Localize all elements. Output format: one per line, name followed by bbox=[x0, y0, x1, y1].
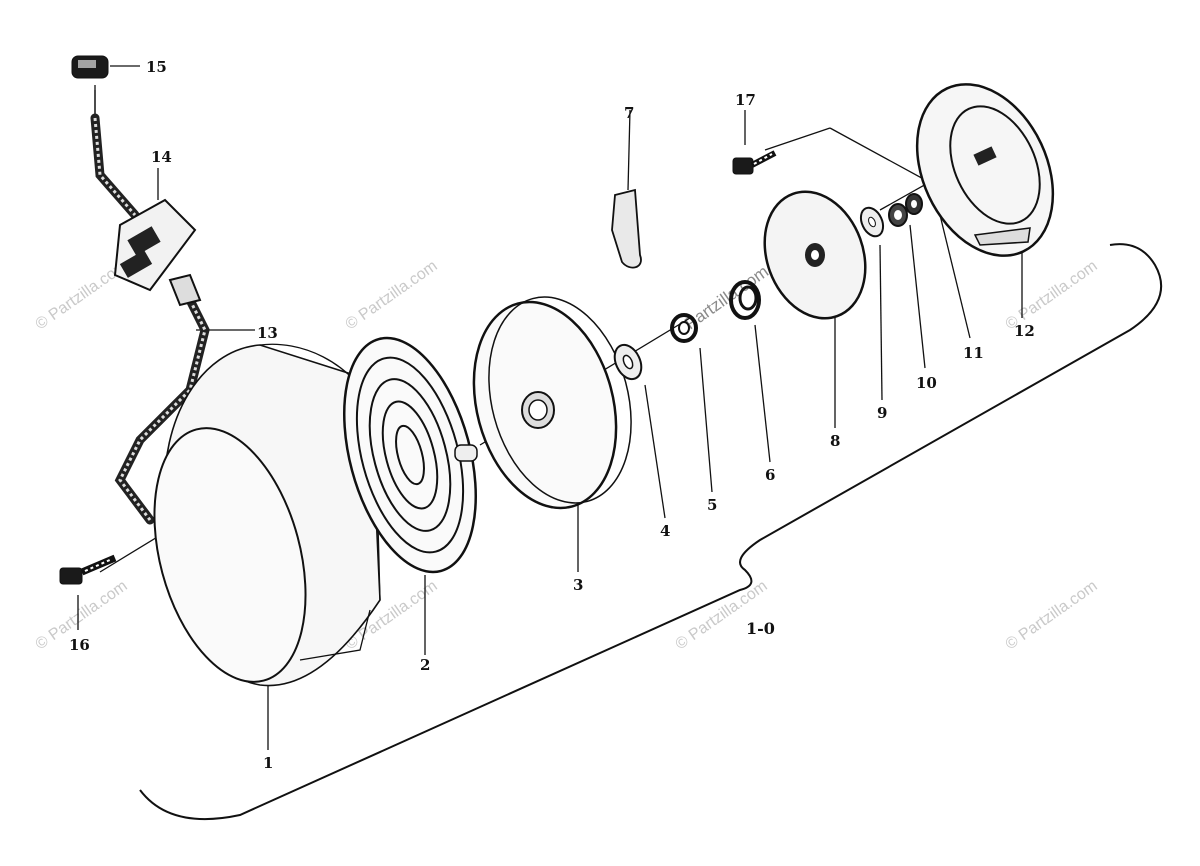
callout-7: 7 bbox=[624, 104, 634, 122]
assembly-label: 1-0 bbox=[746, 619, 775, 638]
part-11-nut bbox=[905, 193, 923, 215]
callout-9: 9 bbox=[877, 404, 887, 422]
part-10-nut bbox=[888, 203, 908, 227]
callout-16: 16 bbox=[69, 636, 90, 654]
part-2-recoil-spring bbox=[342, 336, 478, 574]
callout-labels: 15 14 13 16 1 2 3 4 5 6 7 8 9 10 11 12 1… bbox=[69, 58, 1035, 772]
part-15-handle-cap bbox=[71, 55, 109, 79]
part-7-pawl bbox=[611, 188, 642, 269]
part-14-starter-handle bbox=[113, 198, 202, 307]
part-12-cover-plate bbox=[915, 83, 1055, 257]
assembly-bracket-outline bbox=[139, 243, 1163, 821]
callout-15: 15 bbox=[146, 58, 167, 76]
part-13-starter-rope bbox=[90, 113, 210, 525]
part-16-screw bbox=[59, 554, 117, 585]
callout-4: 4 bbox=[660, 522, 670, 540]
callout-13: 13 bbox=[257, 324, 278, 342]
part-1-starter-housing bbox=[153, 343, 381, 687]
callout-6: 6 bbox=[765, 466, 775, 484]
callout-10: 10 bbox=[916, 374, 937, 392]
callout-2: 2 bbox=[420, 656, 430, 674]
callout-11: 11 bbox=[963, 344, 984, 362]
part-3-rope-pulley bbox=[472, 296, 632, 510]
callout-5: 5 bbox=[707, 496, 717, 514]
watermark: © Partzilla.com bbox=[1003, 578, 1101, 654]
part-4-washer bbox=[613, 343, 643, 381]
callout-3: 3 bbox=[573, 576, 583, 594]
callout-12: 12 bbox=[1014, 322, 1035, 340]
watermark: © Partzilla.com bbox=[673, 578, 771, 654]
callout-8: 8 bbox=[830, 432, 840, 450]
watermark: © Partzilla.com bbox=[343, 258, 441, 334]
callout-leaders bbox=[77, 109, 1023, 750]
part-8-ratchet-plate bbox=[763, 190, 867, 320]
callout-1: 1 bbox=[263, 754, 273, 772]
part-17-bolt bbox=[732, 150, 777, 175]
part-5-small-spring bbox=[670, 313, 698, 343]
part-6-spring bbox=[729, 280, 761, 320]
callout-14: 14 bbox=[151, 148, 172, 166]
callout-17: 17 bbox=[735, 91, 756, 109]
part-9-washer bbox=[859, 206, 885, 238]
